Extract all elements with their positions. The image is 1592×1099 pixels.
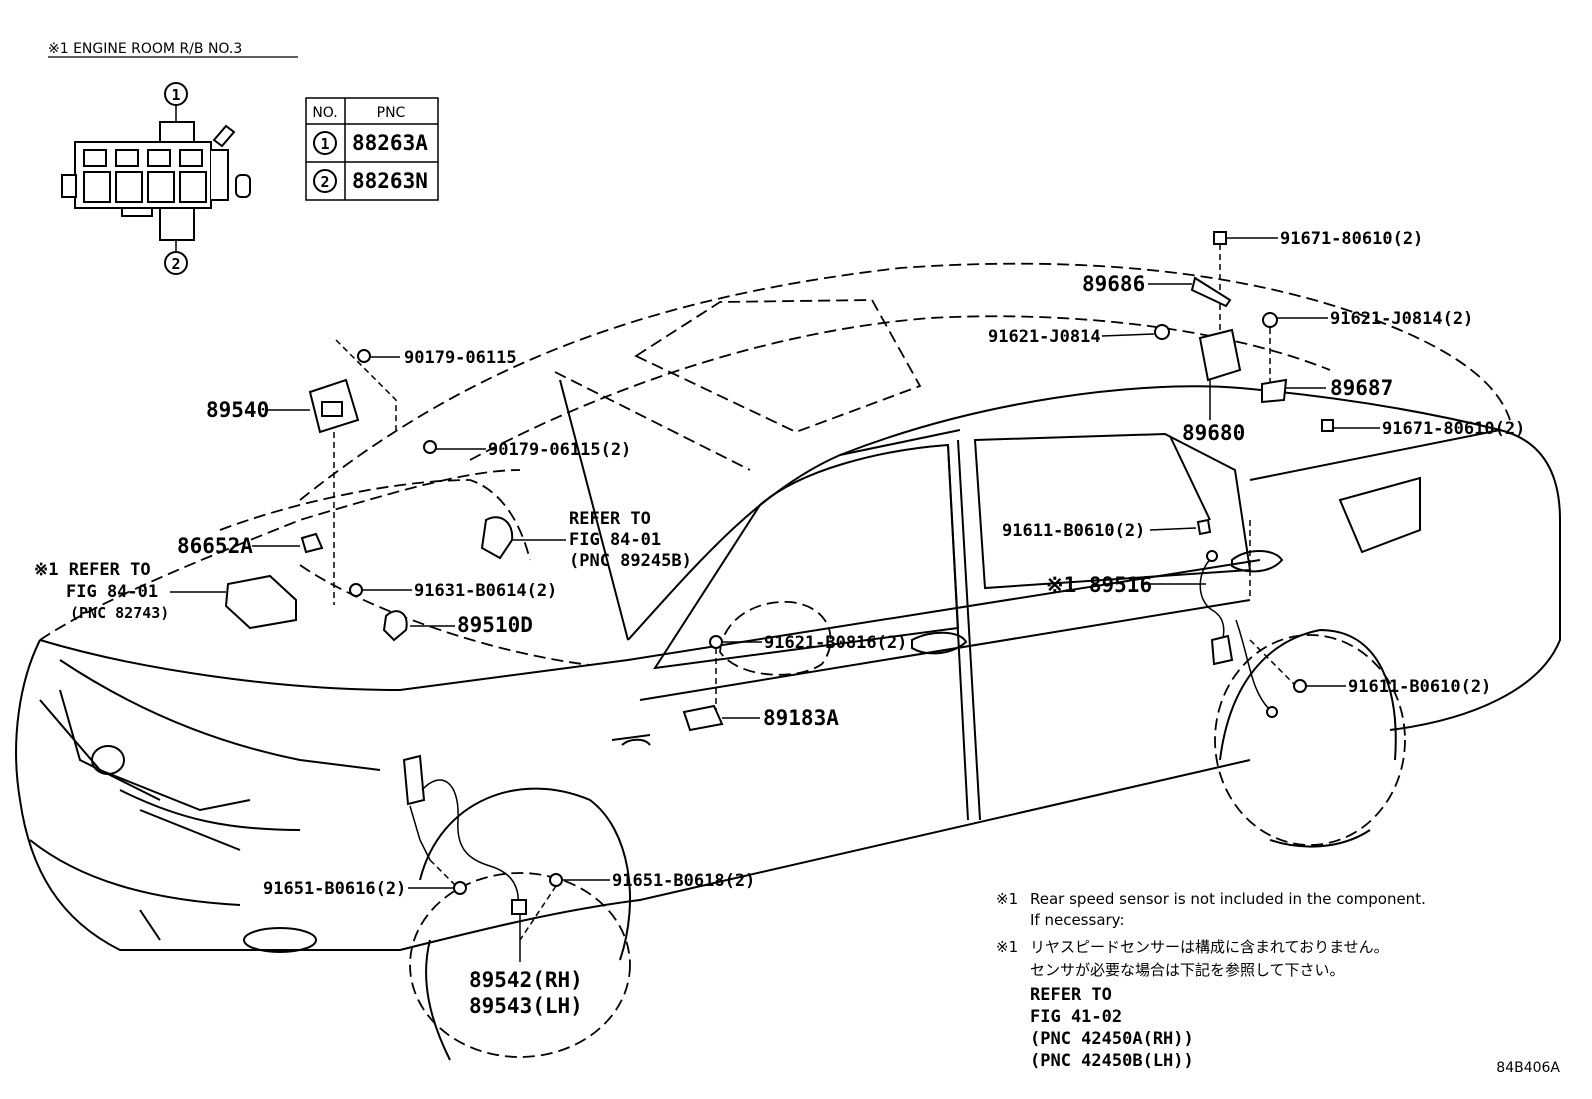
- refer2-line2: FIG 84-01: [66, 582, 158, 602]
- note-jp-mark: ※1: [996, 938, 1018, 956]
- part-91621-b0816: 91621-B0816(2): [709, 633, 907, 710]
- refer2-line3: (PNC 82743): [70, 604, 169, 622]
- label-91611-bottom: 91611-B0610(2): [1348, 677, 1491, 697]
- part-91651-left: 91651-B0616(2): [263, 879, 454, 899]
- note-jp-line1: リヤスピードセンサーは構成に含まれておりません。: [1030, 938, 1389, 956]
- table-row-2-pnc: 88263N: [352, 169, 428, 193]
- relay-table: NO. PNC 1 88263A 2 88263N: [305, 97, 439, 201]
- header-title: ※1 ENGINE ROOM R/B NO.3: [48, 41, 242, 57]
- part-89687: 89687: [1261, 376, 1393, 404]
- relay-callout-2: 2: [171, 255, 180, 273]
- part-91651-right: 91651-B0618(2): [562, 871, 755, 891]
- part-91671-top: 91671-80610(2): [1213, 229, 1423, 330]
- part-89245B-ref: REFER TO FIG 84-01 (PNC 89245B): [480, 509, 692, 571]
- label-89540: 89540: [206, 398, 269, 422]
- relay-block-drawing: 1 2: [61, 82, 251, 275]
- table-header-no: NO.: [312, 105, 337, 121]
- label-91621-j0814-right: 91621-J0814(2): [1330, 309, 1473, 329]
- part-91621-j0814-right: 91621-J0814(2): [1262, 309, 1473, 390]
- label-91651-left: 91651-B0616(2): [263, 879, 406, 899]
- label-90179-a: 90179-06115: [404, 348, 517, 368]
- refer1-line1: REFER TO: [569, 509, 651, 529]
- part-90179-b: 90179-06115(2): [423, 440, 631, 460]
- label-89680: 89680: [1182, 421, 1245, 445]
- part-91631: 91631-B0614(2): [349, 581, 557, 601]
- note-jp-line2: センサが必要な場合は下記を参照して下さい。: [1030, 961, 1345, 979]
- part-front-speed-sensor: [402, 754, 563, 941]
- refer1-line3: (PNC 89245B): [569, 551, 692, 571]
- label-91621-b0816: 91621-B0816(2): [764, 633, 907, 653]
- label-91611-top: 91611-B0610(2): [1002, 521, 1145, 541]
- note-en-mark: ※1: [996, 890, 1018, 908]
- label-91621-j0814-left: 91621-J0814: [988, 327, 1101, 347]
- label-89510D: 89510D: [457, 613, 533, 637]
- relay-callout-1: 1: [171, 86, 180, 104]
- label-86652A: 86652A: [177, 534, 253, 558]
- note-ref-line4: (PNC 42450B(LH)): [1030, 1051, 1194, 1071]
- label-89542: 89542(RH): [469, 968, 583, 992]
- refer2-line1: ※1 REFER TO: [34, 560, 151, 580]
- note-ref-line1: REFER TO: [1030, 985, 1112, 1005]
- part-91611-bottom: 91611-B0610(2): [1249, 639, 1491, 697]
- note-en-line1: Rear speed sensor is not included in the…: [1030, 890, 1426, 908]
- table-row-2-no: 2: [320, 173, 329, 191]
- part-91621-j0814-left: 91621-J0814: [988, 324, 1170, 347]
- label-91631: 91631-B0614(2): [414, 581, 557, 601]
- part-89542-89543: 89542(RH) 89543(LH): [469, 914, 583, 1018]
- part-90179-a: 90179-06115: [357, 348, 517, 368]
- label-91671-right: 91671-80610(2): [1382, 419, 1525, 439]
- table-row-1-pnc: 88263A: [352, 131, 428, 155]
- part-89540: 89540: [206, 339, 397, 605]
- note-en-line2: If necessary:: [1030, 911, 1125, 929]
- note-ref-line2: FIG 41-02: [1030, 1007, 1122, 1027]
- label-89516: ※1 89516: [1046, 573, 1152, 597]
- label-90179-b: 90179-06115(2): [488, 440, 631, 460]
- label-89543: 89543(LH): [469, 994, 583, 1018]
- part-89183A: 89183A: [682, 704, 839, 732]
- notes-block: ※1 Rear speed sensor is not included in …: [996, 890, 1426, 1071]
- table-row-1-no: 1: [320, 135, 329, 153]
- part-89516: ※1 89516: [1046, 550, 1278, 718]
- part-91611-top: 91611-B0610(2): [1002, 518, 1251, 600]
- part-89510D: 89510D: [382, 610, 533, 642]
- figure-code: 84B406A: [1496, 1060, 1560, 1076]
- car-body-outline: [15, 262, 1561, 1061]
- note-ref-line3: (PNC 42450A(RH)): [1030, 1029, 1194, 1049]
- part-89680: 89680: [1182, 328, 1245, 445]
- label-91651-right: 91651-B0618(2): [612, 871, 755, 891]
- label-91671-top: 91671-80610(2): [1280, 229, 1423, 249]
- table-header-pnc: PNC: [377, 105, 406, 121]
- part-82743-ref: ※1 REFER TO FIG 84-01 (PNC 82743): [34, 560, 297, 630]
- part-86652A: 86652A: [177, 532, 324, 558]
- part-91671-right: 91671-80610(2): [1321, 419, 1525, 439]
- refer1-line2: FIG 84-01: [569, 530, 661, 550]
- label-89687: 89687: [1330, 376, 1393, 400]
- part-89686: 89686: [1082, 272, 1232, 308]
- label-89183A: 89183A: [763, 706, 839, 730]
- label-89686: 89686: [1082, 272, 1145, 296]
